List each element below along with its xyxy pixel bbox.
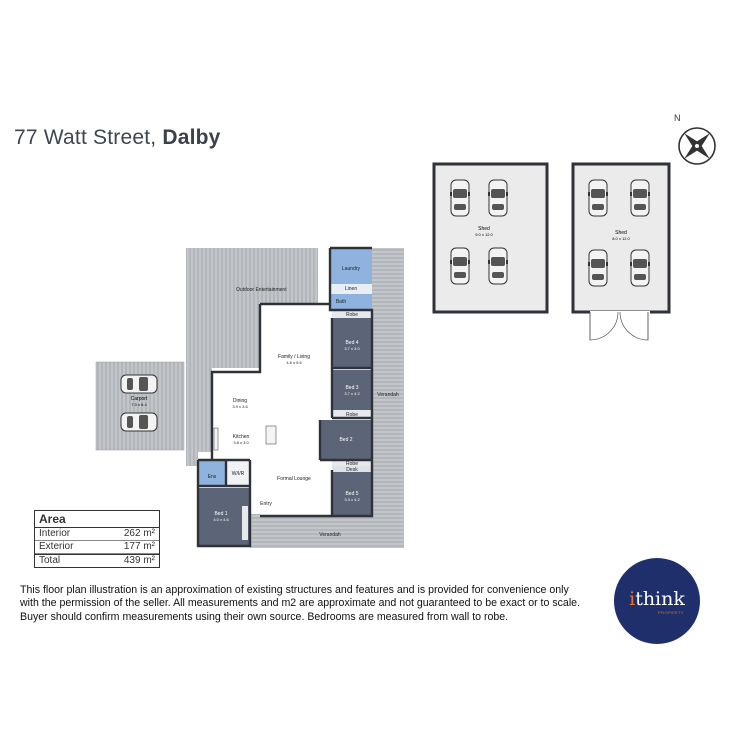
area-row-value: 177 m² [123,541,155,552]
area-row-label: Total [39,555,61,566]
label-bed2: Bed 2 [339,437,352,443]
label-bed3-dims: 3.7 x 4.2 [344,391,360,396]
label-bed5-dims: 3.3 x 4.2 [344,497,360,502]
label-bed5: Bed 5 [345,491,358,497]
label-outdoor: Outdoor Entertainment [236,287,287,293]
area-row-total: Total 439 m² [35,554,159,567]
area-row-label: Interior [39,528,71,539]
shed-2-dims: 8.0 x 12.0 [612,236,630,241]
logo-brand-rest: think [635,588,685,610]
shed-2: Shed 8.0 x 12.0 [571,162,671,341]
logo-brand-i: i [629,588,636,610]
label-bed4: Bed 4 [345,340,358,346]
label-formal: Formal Lounge [277,476,311,482]
shed-1: Shed 9.0 x 12.0 [432,162,549,314]
area-row: Exterior 177 m² [35,541,159,554]
label-dining-dims: 3.9 x 3.6 [232,404,248,409]
area-row: Interior 262 m² [35,528,159,541]
suburb: Dalby [162,126,221,149]
label-robe-2: Robe [346,412,358,418]
area-row-value: 439 m² [123,555,155,566]
carport-label: Carport [131,396,148,402]
label-family: Family / Living [278,354,310,360]
label-ens: Ens [208,474,217,480]
carport-dims: 7.0 x 6.4 [131,402,147,407]
room-labels: Outdoor Entertainment Laundry Linen Bath… [208,266,399,538]
label-robe-1: Robe [346,312,358,318]
label-verandah-bottom: Verandah [319,532,341,538]
label-dining: Dining [233,398,247,404]
label-bed3: Bed 3 [345,385,358,391]
area-heading: Area [35,511,159,528]
shed-1-label: Shed [478,226,490,232]
area-row-value: 262 m² [123,528,155,539]
label-kitchen-dims: 3.8 x 3.0 [233,440,249,445]
label-desk: Desk [346,467,358,473]
label-bed4-dims: 3.7 x 3.0 [344,346,360,351]
label-bed1: Bed 1 [214,511,227,517]
listing-title: 77 Watt Street, Dalby [14,126,221,150]
label-robe-3: Robe [346,461,358,467]
house-interior [196,246,374,548]
logo-sub: PROPERTY [658,610,684,615]
label-verandah-right: Verandah [377,392,399,398]
label-entry: Entry [260,501,272,507]
shed-1-dims: 9.0 x 12.0 [475,232,493,237]
address: 77 Watt Street, [14,126,157,149]
label-bath: Bath [336,299,347,305]
logo-brand: ithink [614,588,700,610]
carport: Carport 7.0 x 6.4 [95,361,185,451]
compass-label: N [674,113,681,123]
label-kitchen: Kitchen [233,434,250,440]
compass-icon: N [674,113,716,165]
area-row-label: Exterior [39,541,74,552]
ithink-logo: ithink PROPERTY [614,558,700,644]
label-wir: W/I/R [232,471,245,477]
area-table: Area Interior 262 m² Exterior 177 m² Tot… [34,510,160,568]
label-linen: Linen [345,286,357,292]
disclaimer-text: This floor plan illustration is an appro… [20,584,581,623]
label-bed1-dims: 4.0 x 4.6 [213,517,229,522]
label-family-dims: 4.8 x 9.6 [286,360,302,365]
label-laundry: Laundry [342,266,361,272]
shed-2-label: Shed [615,230,627,236]
